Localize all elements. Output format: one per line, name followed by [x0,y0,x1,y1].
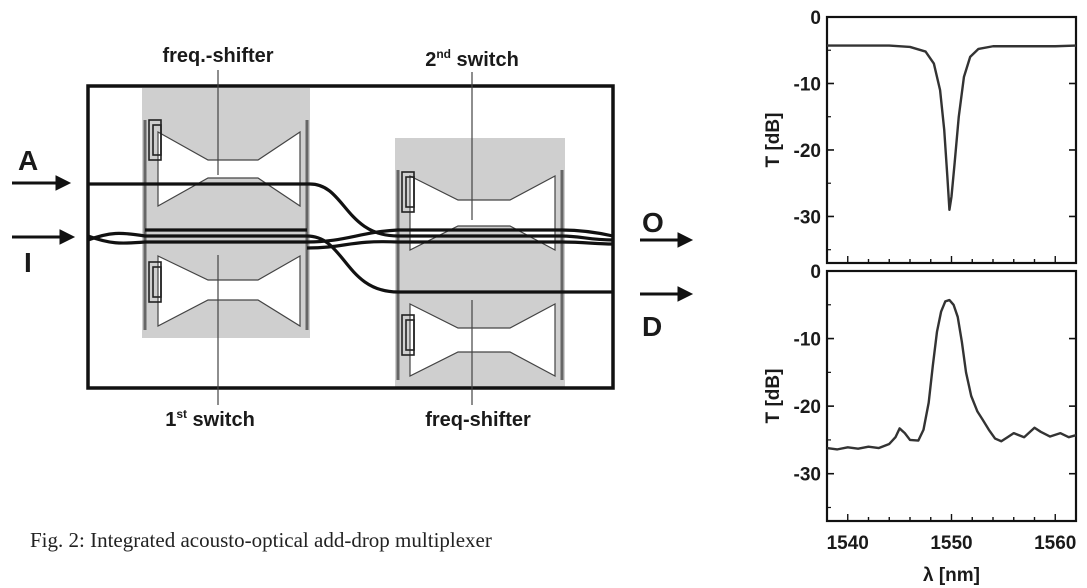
x-tick-label: 1540 [827,533,869,554]
transducer-icon [152,124,162,156]
plot-frame [825,269,1078,523]
y-tick-label: 0 [810,262,821,283]
acoustic-cell-1b [157,254,301,328]
series-line [826,298,1077,451]
arrow-right-icon [640,232,694,248]
y-tick-label: -20 [794,141,821,162]
transducer-icon [405,176,415,208]
y-tick-label: -20 [794,397,821,418]
second-switch-label: 2nd switch [425,47,519,71]
add-drop-diagram: freq.-shifter 2nd switch 1st switch freq… [12,45,694,552]
transducer-icon [152,266,162,298]
series-line [827,44,1077,212]
plot-frame [825,15,1078,265]
transmission-chart-bottom: 0 -10 -20 -30 1540 1550 1560 T [dB] λ [nm] [763,262,1078,586]
transmission-chart-top: 0 -10 -20 -30 T [dB] [763,8,1078,265]
y-tick-label: -10 [794,74,821,95]
x-tick-label: 1560 [1034,533,1076,554]
figure-caption: Fig. 2: Integrated acousto-optical add-d… [30,528,492,552]
y-axis-label: T [dB] [763,113,784,168]
arrow-right-icon [12,175,72,191]
waveguides [87,182,614,294]
port-I-label: I [24,247,32,278]
arrow-right-icon [12,229,76,245]
y-axis-label: T [dB] [763,369,784,424]
x-tick-label: 1550 [930,533,972,554]
label-pointers [217,70,473,405]
y-tick-label: -30 [794,207,821,228]
port-O-label: O [642,207,664,238]
transducer-icon [405,319,415,351]
first-switch-label: 1st switch [165,407,255,431]
freq-shifter-top-label: freq.-shifter [162,45,273,67]
arrow-right-icon [640,286,694,302]
port-D-label: D [642,311,662,342]
freq-shifter-bottom-label: freq-shifter [425,409,531,431]
port-A-label: A [18,145,38,176]
acoustic-cell-2b [409,303,556,377]
x-axis-label: λ [nm] [923,565,980,586]
y-tick-label: 0 [810,8,821,29]
y-tick-label: -10 [794,330,821,351]
y-tick-label: -30 [794,465,821,486]
acoustic-cell-1a [157,130,301,208]
